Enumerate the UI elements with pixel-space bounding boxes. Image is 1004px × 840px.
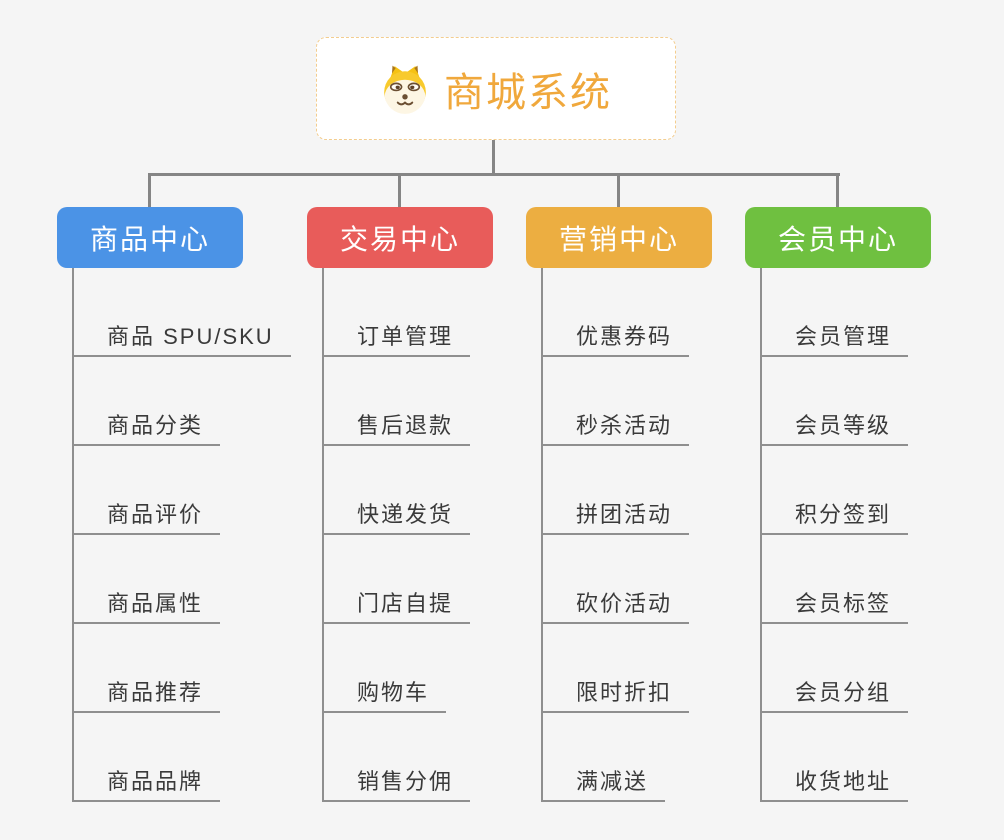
node-order-management[interactable]: 订单管理 xyxy=(322,268,471,357)
node-label: 商品属性 xyxy=(107,591,204,616)
node-label: 满减送 xyxy=(576,769,649,794)
node-limited-time-discount[interactable]: 限时折扣 xyxy=(541,624,690,713)
branch-trunk-line xyxy=(322,268,324,802)
node-flash-sale[interactable]: 秒杀活动 xyxy=(541,357,690,446)
node-label: 销售分佣 xyxy=(357,769,454,794)
branch-header-marketing-center[interactable]: 营销中心 xyxy=(526,207,712,268)
node-label: 优惠券码 xyxy=(576,324,673,349)
branch-header-member-center[interactable]: 会员中心 xyxy=(745,207,931,268)
node-coupon-code[interactable]: 优惠券码 xyxy=(541,268,690,357)
branch-product-center: 商品中心 商品 SPU/SKU 商品分类 商品评价 商品属性 商品推荐 商品品牌 xyxy=(57,207,291,802)
node-label: 商品分类 xyxy=(107,413,204,438)
node-express-delivery[interactable]: 快递发货 xyxy=(322,446,471,535)
node-shipping-address[interactable]: 收货地址 xyxy=(760,713,909,802)
branch-children-trade: 订单管理 售后退款 快递发货 门店自提 购物车 销售分佣 xyxy=(307,268,493,802)
node-label: 商品 SPU/SKU xyxy=(107,324,274,349)
node-spend-and-save[interactable]: 满减送 xyxy=(541,713,666,802)
node-product-brand[interactable]: 商品品牌 xyxy=(72,713,221,802)
node-member-management[interactable]: 会员管理 xyxy=(760,268,909,357)
node-label: 会员分组 xyxy=(795,680,892,705)
node-label: 购物车 xyxy=(357,680,430,705)
node-label: 快递发货 xyxy=(357,502,454,527)
branch-trunk-line xyxy=(760,268,762,802)
node-label: 商品品牌 xyxy=(107,769,204,794)
node-group-buy[interactable]: 拼团活动 xyxy=(541,446,690,535)
node-store-pickup[interactable]: 门店自提 xyxy=(322,535,471,624)
node-label: 门店自提 xyxy=(357,591,454,616)
branch-children-member: 会员管理 会员等级 积分签到 会员标签 会员分组 收货地址 xyxy=(745,268,931,802)
node-label: 秒杀活动 xyxy=(576,413,673,438)
branch-header-trade-center[interactable]: 交易中心 xyxy=(307,207,493,268)
connector-bus xyxy=(148,173,840,176)
connector-drop-member xyxy=(836,175,839,208)
node-sales-commission[interactable]: 销售分佣 xyxy=(322,713,471,802)
node-product-review[interactable]: 商品评价 xyxy=(72,446,221,535)
branch-children-marketing: 优惠券码 秒杀活动 拼团活动 砍价活动 限时折扣 满减送 xyxy=(526,268,712,802)
node-points-checkin[interactable]: 积分签到 xyxy=(760,446,909,535)
dog-face-icon xyxy=(384,65,426,114)
node-bargain-activity[interactable]: 砍价活动 xyxy=(541,535,690,624)
node-label: 会员标签 xyxy=(795,591,892,616)
node-label: 订单管理 xyxy=(357,324,454,349)
branch-trunk-line xyxy=(541,268,543,802)
node-product-category[interactable]: 商品分类 xyxy=(72,357,221,446)
node-member-group[interactable]: 会员分组 xyxy=(760,624,909,713)
branch-marketing-center: 营销中心 优惠券码 秒杀活动 拼团活动 砍价活动 限时折扣 满减送 xyxy=(526,207,712,802)
connector-drop-marketing xyxy=(617,175,620,208)
branch-trunk-line xyxy=(72,268,74,802)
node-member-tag[interactable]: 会员标签 xyxy=(760,535,909,624)
branch-trade-center: 交易中心 订单管理 售后退款 快递发货 门店自提 购物车 销售分佣 xyxy=(307,207,493,802)
connector-root-trunk xyxy=(492,140,495,175)
root-node-mall-system[interactable]: 商城系统 xyxy=(316,37,676,140)
node-label: 积分签到 xyxy=(795,502,892,527)
node-aftersale-refund[interactable]: 售后退款 xyxy=(322,357,471,446)
node-label: 砍价活动 xyxy=(576,591,673,616)
node-label: 会员等级 xyxy=(795,413,892,438)
branch-member-center: 会员中心 会员管理 会员等级 积分签到 会员标签 会员分组 收货地址 xyxy=(745,207,931,802)
node-product-spu-sku[interactable]: 商品 SPU/SKU xyxy=(72,268,291,357)
node-label: 售后退款 xyxy=(357,413,454,438)
node-label: 收货地址 xyxy=(795,769,892,794)
branch-children-product: 商品 SPU/SKU 商品分类 商品评价 商品属性 商品推荐 商品品牌 xyxy=(57,268,291,802)
node-shopping-cart[interactable]: 购物车 xyxy=(322,624,447,713)
node-product-recommend[interactable]: 商品推荐 xyxy=(72,624,221,713)
branch-header-product-center[interactable]: 商品中心 xyxy=(57,207,243,268)
node-label: 拼团活动 xyxy=(576,502,673,527)
node-member-level[interactable]: 会员等级 xyxy=(760,357,909,446)
connector-drop-product xyxy=(148,175,151,208)
node-label: 商品评价 xyxy=(107,502,204,527)
node-label: 限时折扣 xyxy=(576,680,673,705)
node-product-attribute[interactable]: 商品属性 xyxy=(72,535,221,624)
connector-drop-trade xyxy=(398,175,401,208)
root-title: 商城系统 xyxy=(444,70,612,115)
node-label: 会员管理 xyxy=(795,324,892,349)
node-label: 商品推荐 xyxy=(107,680,204,705)
